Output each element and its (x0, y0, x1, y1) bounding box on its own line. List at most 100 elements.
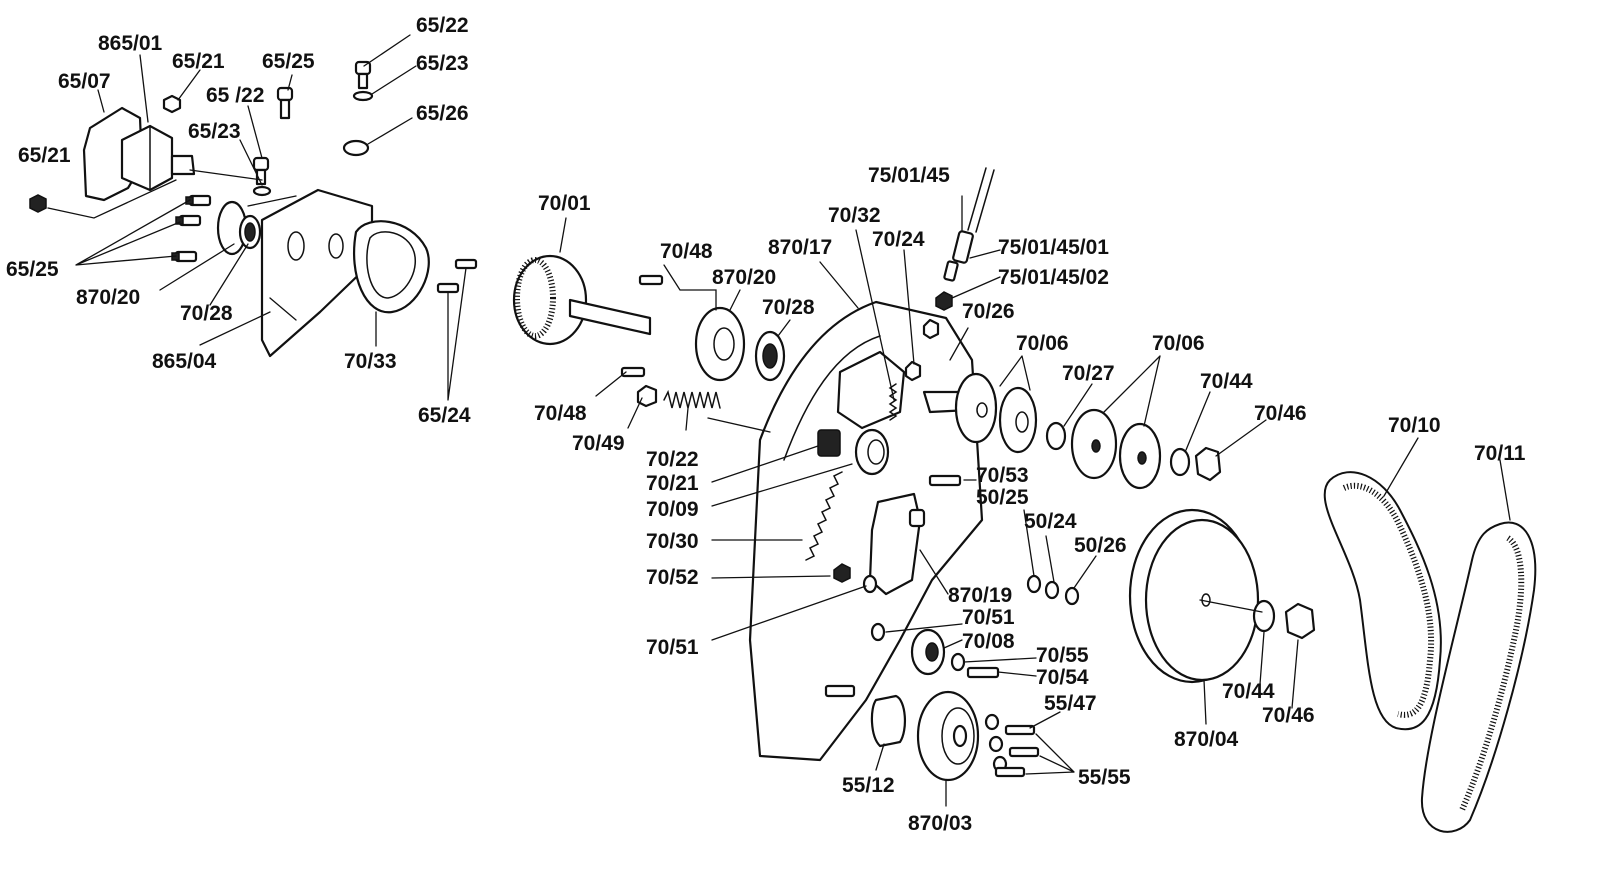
motor-block-865-01 (120, 124, 174, 192)
belt-70-11 (1420, 521, 1537, 833)
bracket-70-21 (817, 429, 841, 457)
nut-70-26 (922, 318, 940, 340)
label-50-26: 50/26 (1074, 534, 1127, 557)
part-50-24 (1044, 580, 1060, 600)
belt-ring-70-33 (353, 220, 430, 314)
label-65-21-top: 65/21 (172, 50, 225, 73)
label-70-44-top: 70/44 (1200, 370, 1253, 393)
label-70-28-left: 70/28 (180, 302, 233, 325)
label-70-51-right: 70/51 (962, 606, 1015, 629)
label-70-01: 70/01 (538, 192, 591, 215)
label-70-53: 70/53 (976, 464, 1029, 487)
nut-70-46-right (1284, 602, 1316, 640)
spacer-55-12 (870, 694, 906, 748)
belt-70-10 (1323, 471, 1442, 731)
label-70-54: 70/54 (1036, 666, 1089, 689)
label-65-23-top: 65/23 (416, 52, 469, 75)
label-70-46-right: 70/46 (1262, 704, 1315, 727)
label-70-51-left: 70/51 (646, 636, 699, 659)
label-65-26: 65/26 (416, 102, 469, 125)
label-75-01-45: 75/01/45 (868, 164, 950, 187)
label-870-17: 870/17 (768, 236, 832, 259)
label-70-09: 70/09 (646, 498, 699, 521)
nut-65-21-upper (162, 94, 182, 114)
label-870-20-left: 870/20 (76, 286, 140, 309)
label-65-25-left: 65/25 (6, 258, 59, 281)
screw-65-22-middle (252, 156, 272, 197)
label-870-19: 870/19 (948, 584, 1012, 607)
stud (824, 684, 856, 698)
cable-75-01-45 (967, 167, 995, 233)
label-55-12: 55/12 (842, 774, 895, 797)
label-70-52: 70/52 (646, 566, 699, 589)
housing-assembly (748, 300, 1040, 782)
label-75-01-45-02: 75/01/45/02 (998, 266, 1109, 289)
label-870-04: 870/04 (1174, 728, 1239, 751)
tensioner-arm-870-19 (868, 492, 922, 596)
washer-70-51-a (862, 574, 878, 594)
label-70-46-top: 70/46 (1254, 402, 1307, 425)
spring-70-22 (663, 389, 721, 409)
housing-cover (748, 300, 984, 762)
sleeve-70-27 (1045, 421, 1067, 451)
screw-70-54 (966, 666, 1000, 679)
label-65-21-left: 65/21 (18, 144, 71, 167)
screw-65-25-vertical (276, 86, 294, 120)
label-70-33: 70/33 (344, 350, 397, 373)
screw-70-53 (928, 474, 962, 487)
washer-70-44 (1169, 447, 1191, 477)
label-75-01-45-01: 75/01/45/01 (998, 236, 1109, 259)
part-50-25 (1026, 574, 1042, 594)
label-65-24: 65/24 (418, 404, 471, 427)
motor-mount-assembly (29, 60, 478, 358)
leader-lines (47, 34, 1511, 807)
label-70-06-a: 70/06 (1016, 332, 1069, 355)
label-50-24: 50/24 (1024, 510, 1077, 533)
label-70-24-top: 70/24 (872, 228, 925, 251)
label-65-22-top: 65/22 (416, 14, 469, 37)
part-labels: 865/01 65/21 65/25 65/22 65/23 65/07 65 … (6, 14, 1526, 835)
washer-70-44-right (1252, 599, 1276, 633)
label-70-28: 70/28 (762, 296, 815, 319)
spring-70-30 (805, 471, 843, 561)
label-70-48-top: 70/48 (660, 240, 713, 263)
label-870-03: 870/03 (908, 812, 972, 835)
nut-75-01-45-02 (935, 291, 953, 311)
spring-70-32 (888, 383, 898, 421)
nut-65-21-left (29, 194, 47, 213)
label-65-23-mid: 65/23 (188, 120, 241, 143)
gear-70-01 (512, 254, 588, 346)
label-865-04: 865/04 (152, 350, 217, 373)
label-50-25: 50/25 (976, 486, 1029, 509)
label-70-49: 70/49 (572, 432, 625, 455)
bearing-70-09 (854, 428, 890, 476)
washer-70-51-b (870, 622, 886, 642)
gear-shaft-assembly (512, 254, 786, 409)
drive-pulley-and-belts (1128, 471, 1537, 833)
label-65-25-top: 65/25 (262, 50, 315, 73)
screw-65-22-upper (352, 60, 374, 102)
label-70-27: 70/27 (1062, 362, 1115, 385)
label-55-47: 55/47 (1044, 692, 1097, 715)
label-70-30: 70/30 (646, 530, 699, 553)
label-65-07: 65/07 (58, 70, 111, 93)
nut-70-49 (636, 384, 658, 408)
label-65-22-mid: 65 /22 (206, 84, 264, 107)
screws-55-55 (984, 713, 1040, 778)
label-55-55: 55/55 (1078, 766, 1131, 789)
label-70-21: 70/21 (646, 472, 699, 495)
cable-end-75-01-45-01 (952, 230, 974, 264)
disc-70-06-a (954, 372, 998, 444)
label-865-01: 865/01 (98, 32, 163, 55)
label-70-55: 70/55 (1036, 644, 1089, 667)
pulley-stack (922, 167, 1222, 606)
label-70-08: 70/08 (962, 630, 1015, 653)
label-70-22: 70/22 (646, 448, 699, 471)
label-70-11: 70/11 (1474, 442, 1526, 465)
label-70-32: 70/32 (828, 204, 881, 227)
motor-shaft (170, 154, 196, 176)
shaft-70-01 (568, 298, 652, 336)
clip-65-26 (342, 139, 370, 157)
label-70-48-bottom: 70/48 (534, 402, 587, 425)
